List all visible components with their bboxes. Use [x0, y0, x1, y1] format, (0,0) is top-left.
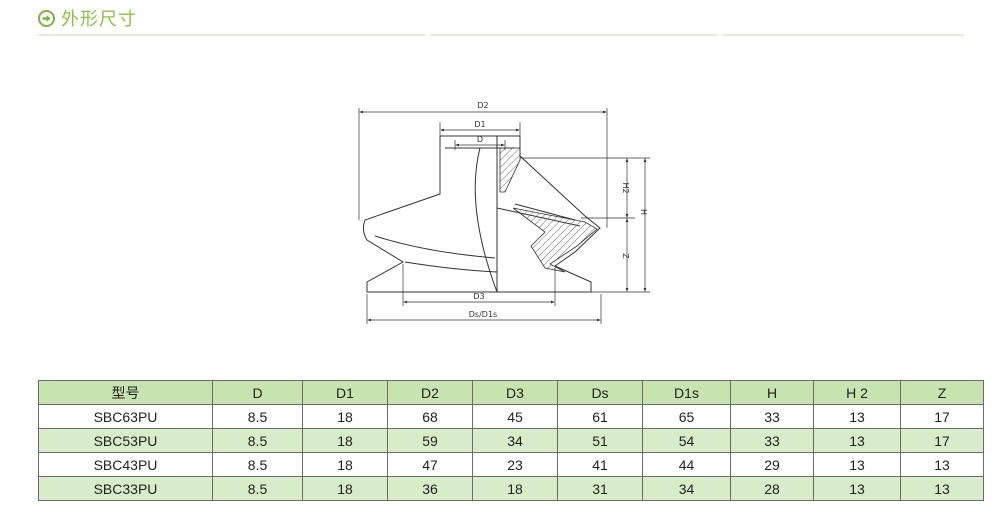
- cell-ds: 41: [557, 452, 643, 477]
- label-h2: H2: [621, 182, 630, 193]
- cell-d2: 68: [387, 404, 473, 429]
- header-divider: [38, 34, 425, 36]
- label-h: H: [639, 209, 648, 215]
- header-divider: [430, 34, 718, 36]
- label-d1: D1: [474, 120, 485, 129]
- label-d3: D3: [473, 292, 484, 301]
- section-header: 外形尺寸: [38, 6, 137, 30]
- cell-h2: 13: [813, 428, 901, 453]
- cell-d1s: 34: [642, 476, 731, 501]
- column-header-model: 型号: [38, 380, 213, 405]
- cell-z: 13: [900, 452, 984, 477]
- cell-h: 33: [730, 428, 814, 453]
- label-d: D: [477, 135, 483, 144]
- table-row: SBC33PU 8.5 18 36 18 31 34 28 13 13: [38, 476, 984, 501]
- cell-h: 29: [730, 452, 814, 477]
- cell-z: 17: [900, 428, 984, 453]
- column-header-d: D: [212, 380, 303, 405]
- column-header-h: H: [730, 380, 814, 405]
- column-header-d3: D3: [472, 380, 558, 405]
- cell-model: SBC63PU: [38, 404, 213, 429]
- cell-d: 8.5: [212, 452, 303, 477]
- column-header-d1: D1: [302, 380, 388, 405]
- cell-d1s: 44: [642, 452, 731, 477]
- column-header-ds: Ds: [557, 380, 643, 405]
- cell-d: 8.5: [212, 476, 303, 501]
- cell-h: 33: [730, 404, 814, 429]
- cell-h: 28: [730, 476, 814, 501]
- column-header-z: Z: [900, 380, 984, 405]
- cell-d3: 45: [472, 404, 558, 429]
- cell-d1s: 65: [642, 404, 731, 429]
- cell-h2: 13: [813, 476, 901, 501]
- suction-cup-dimension-drawing: D2 D1 D H2 H Z D3 Ds/D1s: [358, 101, 650, 324]
- table-header-row: 型号 D D1 D2 D3 Ds D1s H H 2 Z: [38, 380, 984, 405]
- column-header-h2: H 2: [813, 380, 901, 405]
- label-z: Z: [621, 253, 630, 259]
- dimension-table: 型号 D D1 D2 D3 Ds D1s H H 2 Z SBC63PU 8.5…: [38, 380, 984, 501]
- cell-model: SBC53PU: [38, 428, 213, 453]
- cell-d1: 18: [302, 476, 388, 501]
- cell-h2: 13: [813, 452, 901, 477]
- cell-d1: 18: [302, 404, 388, 429]
- cell-h2: 13: [813, 404, 901, 429]
- cell-z: 17: [900, 404, 984, 429]
- column-header-d1s: D1s: [642, 380, 731, 405]
- cell-model: SBC33PU: [38, 476, 213, 501]
- table-row: SBC53PU 8.5 18 59 34 51 54 33 13 17: [38, 428, 984, 453]
- label-d2: D2: [477, 101, 488, 110]
- cell-ds: 61: [557, 404, 643, 429]
- cell-d3: 18: [472, 476, 558, 501]
- cell-ds: 31: [557, 476, 643, 501]
- cell-d: 8.5: [212, 404, 303, 429]
- label-ds-d1s: Ds/D1s: [469, 310, 497, 319]
- cell-d: 8.5: [212, 428, 303, 453]
- cell-z: 13: [900, 476, 984, 501]
- table-row: SBC63PU 8.5 18 68 45 61 65 33 13 17: [38, 404, 984, 429]
- cell-d3: 23: [472, 452, 558, 477]
- cell-d3: 34: [472, 428, 558, 453]
- cell-d1: 18: [302, 452, 388, 477]
- column-header-d2: D2: [387, 380, 473, 405]
- cell-d2: 36: [387, 476, 473, 501]
- cell-d2: 47: [387, 452, 473, 477]
- table-row: SBC43PU 8.5 18 47 23 41 44 29 13 13: [38, 452, 984, 477]
- cell-d2: 59: [387, 428, 473, 453]
- section-title: 外形尺寸: [61, 9, 137, 30]
- header-divider: [722, 34, 964, 36]
- cell-ds: 51: [557, 428, 643, 453]
- cell-d1s: 54: [642, 428, 731, 453]
- arrow-right-circle-icon: [38, 9, 55, 27]
- cell-d1: 18: [302, 428, 388, 453]
- cell-model: SBC43PU: [38, 452, 213, 477]
